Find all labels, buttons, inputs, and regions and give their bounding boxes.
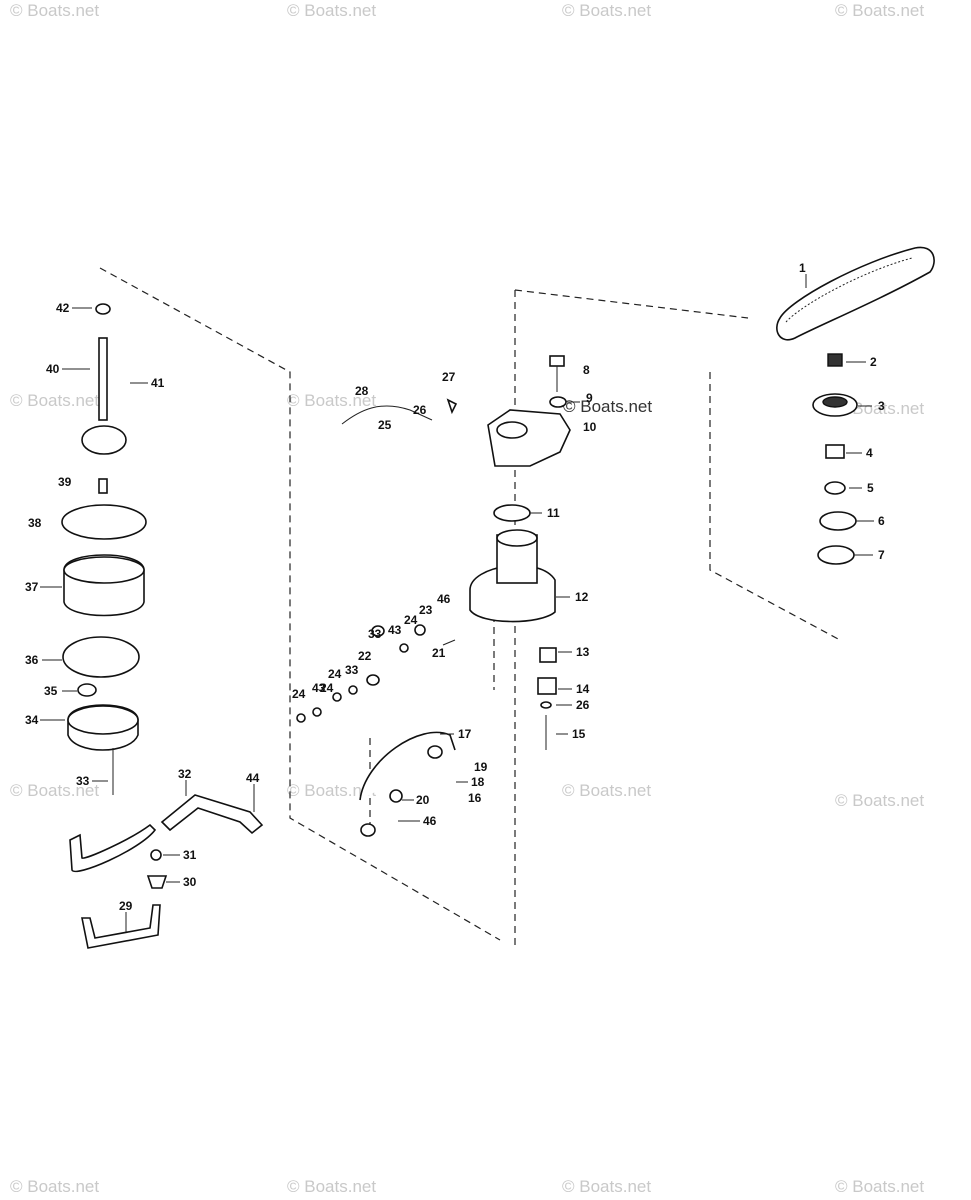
callout-label: 10 — [583, 420, 597, 434]
callout-label: 25 — [378, 418, 392, 432]
callout-label: 16 — [468, 791, 482, 805]
callout-label: 44 — [246, 771, 260, 785]
watermark: © Boats.net — [10, 1177, 99, 1196]
callout-label: 24 — [292, 687, 306, 701]
watermark: © Boats.net — [562, 1, 651, 20]
callout-label: 15 — [572, 727, 586, 741]
watermark: © Boats.net — [287, 1177, 376, 1196]
callout-label: 38 — [28, 516, 42, 530]
leader-lines — [40, 274, 874, 932]
watermark: © Boats.net — [562, 781, 651, 800]
callout-label: 2 — [870, 355, 877, 369]
callout-label: 37 — [25, 580, 39, 594]
watermark: © Boats.net — [563, 397, 652, 416]
callout-label: 27 — [442, 370, 456, 384]
watermark: © Boats.net — [835, 791, 924, 810]
callout-label: 14 — [576, 682, 590, 696]
callout-label: 24 — [404, 613, 418, 627]
callout-label: 5 — [867, 481, 874, 495]
callout-label: 12 — [575, 590, 589, 604]
callout-label: 46 — [423, 814, 437, 828]
callout-label: 17 — [458, 727, 472, 741]
callout-label: 21 — [432, 646, 446, 660]
callout-label: 7 — [878, 548, 885, 562]
callout-label: 24 — [320, 681, 334, 695]
callout-label: 26 — [413, 403, 427, 417]
callout-label: 23 — [419, 603, 433, 617]
callout-label: 19 — [474, 760, 488, 774]
callout-label: 46 — [437, 592, 451, 606]
callout-label: 43 — [388, 623, 402, 637]
watermark: © Boats.net — [10, 1, 99, 20]
watermark: © Boats.net — [287, 391, 376, 410]
watermark: © Boats.net — [562, 1177, 651, 1196]
callout-label: 11 — [547, 506, 560, 520]
callout-label: 32 — [178, 767, 192, 781]
callout-label: 41 — [151, 376, 165, 390]
callout-label: 18 — [471, 775, 485, 789]
callout-labels: 1 2 3 4 5 6 7 8 9 10 11 12 13 14 26 15 1… — [25, 261, 885, 913]
callout-label: 22 — [358, 649, 372, 663]
callout-label: 33 — [368, 627, 382, 641]
watermark: © Boats.net — [287, 781, 376, 800]
callout-label: 24 — [328, 667, 342, 681]
callout-label: 4 — [866, 446, 873, 460]
callout-label: 6 — [878, 514, 885, 528]
callout-label: 35 — [44, 684, 58, 698]
callout-label: 20 — [416, 793, 430, 807]
callout-label: 33 — [345, 663, 359, 677]
drive-belt-assembly — [776, 246, 935, 565]
callout-label: 42 — [56, 301, 70, 315]
callout-label: 36 — [25, 653, 39, 667]
left-stator-assembly — [61, 303, 264, 949]
callout-label: 1 — [799, 261, 806, 275]
callout-label: 29 — [119, 899, 133, 913]
callout-label: 43 — [312, 681, 326, 695]
watermark-layer: © Boats.net © Boats.net © Boats.net © Bo… — [10, 1, 924, 1196]
watermark: © Boats.net — [10, 391, 99, 410]
callout-label: 31 — [183, 848, 197, 862]
callout-label: 13 — [576, 645, 590, 659]
callout-label: 9 — [586, 391, 593, 405]
callout-label: 28 — [355, 384, 369, 398]
callout-label: 34 — [25, 713, 39, 727]
callout-label: 30 — [183, 875, 197, 889]
callout-label: 40 — [46, 362, 60, 376]
watermark: © Boats.net — [835, 1, 924, 20]
callout-label: 33 — [76, 774, 90, 788]
watermark: © Boats.net — [10, 781, 99, 800]
callout-label: 39 — [58, 475, 72, 489]
callout-label: 26 — [576, 698, 590, 712]
callout-label: 8 — [583, 363, 590, 377]
watermark: © Boats.net — [287, 1, 376, 20]
callout-label: 3 — [878, 399, 885, 413]
center-housing-assembly — [296, 355, 571, 837]
watermark: © Boats.net — [835, 1177, 924, 1196]
